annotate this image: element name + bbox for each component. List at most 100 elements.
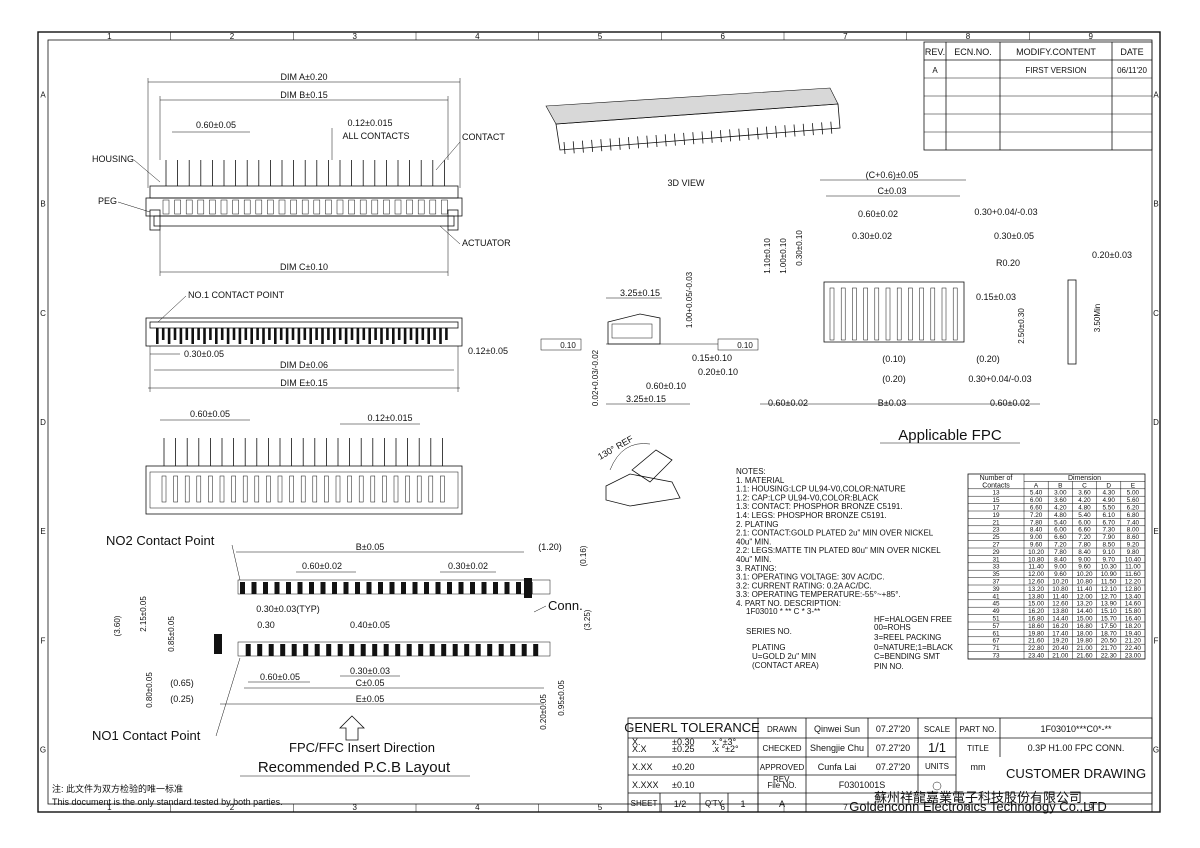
mid-d2-label: 0.12±0.05 [468, 346, 508, 356]
dim-table-cell: 23.40 [1028, 653, 1044, 660]
dim-table-cell: 19.40 [1125, 630, 1141, 637]
dim-table-col-header: D [1106, 482, 1111, 489]
dim-table-cell: 5.40 [1030, 490, 1043, 497]
dim-table-cell: 10.80 [1028, 556, 1044, 563]
inner-border [47, 39, 1153, 805]
sheet-label: SHEET [631, 799, 658, 808]
pcb-h020-label: 0.20±0.05 [539, 694, 548, 730]
fpc-p020b-label: (0.20) [882, 374, 906, 384]
contact-body [324, 475, 329, 503]
pcb-pad [309, 582, 314, 594]
tolerance-title: GENERL TOLERANCE [624, 720, 760, 735]
pcb-no1-label: NO1 Contact Point [92, 728, 201, 743]
dim-table-cell: 15.00 [1077, 616, 1093, 623]
dim-table-cell: 67 [992, 638, 1000, 645]
grid-col-label: 3 [352, 32, 357, 41]
dim-table-cell: 6.60 [1078, 527, 1091, 534]
pcb-h325-label: (3.25) [583, 609, 592, 630]
contact-pin-3d [692, 132, 695, 145]
company-en: Goldenconn Electronics Technology Co.,LT… [849, 799, 1107, 814]
pcb-peg-pad [524, 578, 532, 598]
dim-table-cell: 9.00 [1078, 556, 1091, 563]
grid-col-label: 4 [475, 803, 480, 812]
contact-foot [406, 199, 413, 215]
middle-view: NO.1 CONTACT POINT 0.30±0.05 0.12±0.05 D… [145, 290, 508, 392]
dim-a-label: DIM A±0.20 [281, 72, 328, 82]
dim-table-cell: 21.60 [1028, 638, 1044, 645]
note-line: 2.2: LEGS:MATTE TIN PLATED 80u" MIN OVER… [736, 546, 941, 555]
side-view: 3.25±0.15 1.00+0.05/-0.03 0.10 0.10 0.15… [540, 271, 759, 507]
dim-table-cell: 7.30 [1102, 527, 1115, 534]
dim-table-cell: 23.00 [1125, 653, 1141, 660]
fpc-finger [919, 287, 924, 341]
dim-table-cell: 11.50 [1101, 579, 1117, 586]
contact-foot [348, 199, 355, 215]
dim-table-cell: 10.90 [1101, 571, 1117, 578]
dim-table-cell: 22.40 [1125, 645, 1141, 652]
plating-label-2: U=GOLD 2u" MIN [752, 652, 816, 661]
grid-row-label: C [40, 309, 46, 318]
tol-row-0-b: ±0.30 [672, 737, 694, 747]
fpc-finger [874, 287, 880, 341]
contact-pad [397, 328, 401, 340]
part-legend-item: 0=NATURE;1=BLACK [874, 643, 954, 652]
dim-d-label: DIM D±0.06 [280, 360, 328, 370]
contact-body [161, 475, 167, 503]
angle-label: 130° REF [596, 433, 635, 461]
flat-tol-label-2: 0.10 [737, 341, 753, 350]
footer-en: This document is the only standard teste… [52, 797, 283, 807]
grid-row-label: E [40, 527, 45, 536]
dim-table-col-header: A [1034, 482, 1039, 489]
contact-pin-3d [784, 125, 787, 138]
dim-table-cell: 13.20 [1077, 601, 1093, 608]
pcb-p025-label: (0.25) [170, 694, 194, 704]
note-line: 40u" MIN. [736, 555, 771, 564]
pcb-w030-label: 0.30 [257, 620, 275, 630]
fpc-c03-label: C±0.03 [878, 186, 907, 196]
dim-table-cell: 6.00 [1054, 527, 1067, 534]
contact-pad [433, 328, 436, 340]
pcb-p030-label: 0.30±0.02 [448, 561, 488, 571]
contact-pad [427, 328, 430, 344]
pcb-pad [475, 644, 481, 656]
dim-table-cell: 18.20 [1125, 623, 1141, 630]
dim-table-cell: 31 [992, 556, 1000, 563]
dim-table-cell: 21.60 [1077, 653, 1093, 660]
dim-table-cell: 37 [992, 579, 1000, 586]
dim-table-cell: 21.00 [1077, 645, 1093, 652]
pcb-pad [240, 582, 245, 594]
rev-row-content: FIRST VERSION [1025, 66, 1086, 75]
dim-table-cell: 19 [992, 512, 1000, 519]
dim-table-cell: 22.80 [1028, 645, 1044, 652]
3d-view-label: 3D VIEW [667, 178, 705, 188]
dim-table-cell: 6.60 [1030, 505, 1043, 512]
dim-table-cell: 9.20 [1127, 542, 1140, 549]
dim-table-cell: 35 [992, 571, 1000, 578]
side-w1-label: 3.25±0.15 [620, 288, 660, 298]
part-code: 1F03010 * ** C * 3-** [746, 607, 820, 616]
pcb-p065-label: (0.65) [170, 678, 194, 688]
grid-col-label: 6 [720, 803, 725, 812]
fpc-c06-label: (C+0.6)±0.05 [866, 170, 919, 180]
contact-pad [232, 328, 236, 340]
pcb-insert-label: FPC/FFC Insert Direction [289, 740, 435, 755]
contact-foot [313, 199, 321, 215]
note-line: 1.1: HOUSING:LCP UL94-V0,COLOR:NATURE [736, 485, 906, 494]
dim-table-cell: 10.40 [1125, 556, 1141, 563]
approved-name: Cunfa Lai [818, 762, 857, 772]
dim-table-cell: 19.80 [1077, 638, 1093, 645]
fpc-r020-label: R0.20 [996, 258, 1020, 268]
contact-body [173, 475, 178, 503]
file-label: File NO. [767, 781, 796, 790]
dim-table-cell: 4.80 [1078, 505, 1091, 512]
contact-pin-3d [821, 122, 823, 135]
plating-label-1: PLATING [752, 643, 786, 652]
pcb-pad [510, 644, 516, 656]
tol-row-1-a: X.X [632, 744, 647, 754]
contact-foot [232, 199, 239, 215]
pcb-pad [291, 644, 297, 656]
pcb-pad [280, 644, 286, 656]
